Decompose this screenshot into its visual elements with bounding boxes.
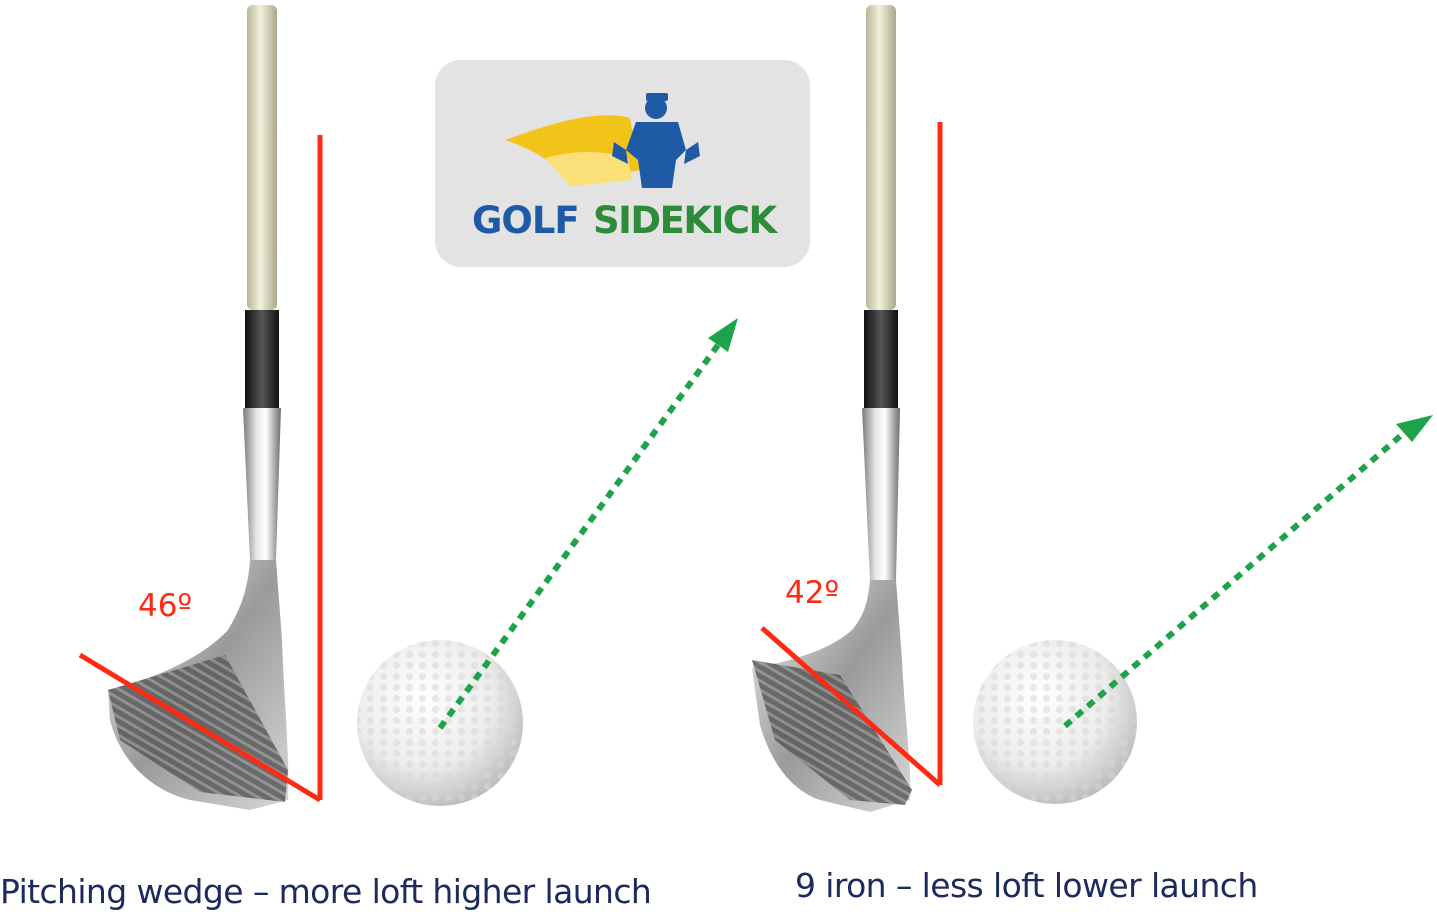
launch-arrow-icon [1063, 429, 1407, 729]
golf-club-icon [752, 5, 912, 812]
launch-arrow-icon [437, 343, 721, 730]
wedge-launch-arrow [437, 318, 738, 730]
wedge-loft-label: 46º [138, 588, 192, 624]
logo-word-golf: GOLF [472, 199, 579, 242]
iron-caption: 9 iron – less loft lower launch [795, 866, 1258, 905]
wedge-loft-line [78, 652, 322, 803]
logo-word-sidekick: SIDEKICK [593, 199, 778, 242]
superhero-golfer-icon [505, 93, 700, 188]
iron-golf-ball [973, 640, 1137, 804]
nine-iron-club [752, 5, 912, 812]
golf-sidekick-logo: GOLF SIDEKICK [435, 60, 810, 267]
iron-launch-arrow [1063, 415, 1433, 729]
wedge-caption: Pitching wedge – more loft higher launch [0, 872, 652, 911]
golf-ball-icon [973, 640, 1137, 804]
iron-arrow-head [1396, 415, 1433, 442]
iron-loft-line [760, 626, 942, 787]
iron-loft-label: 42º [785, 575, 839, 611]
wedge-arrow-head [708, 318, 738, 352]
